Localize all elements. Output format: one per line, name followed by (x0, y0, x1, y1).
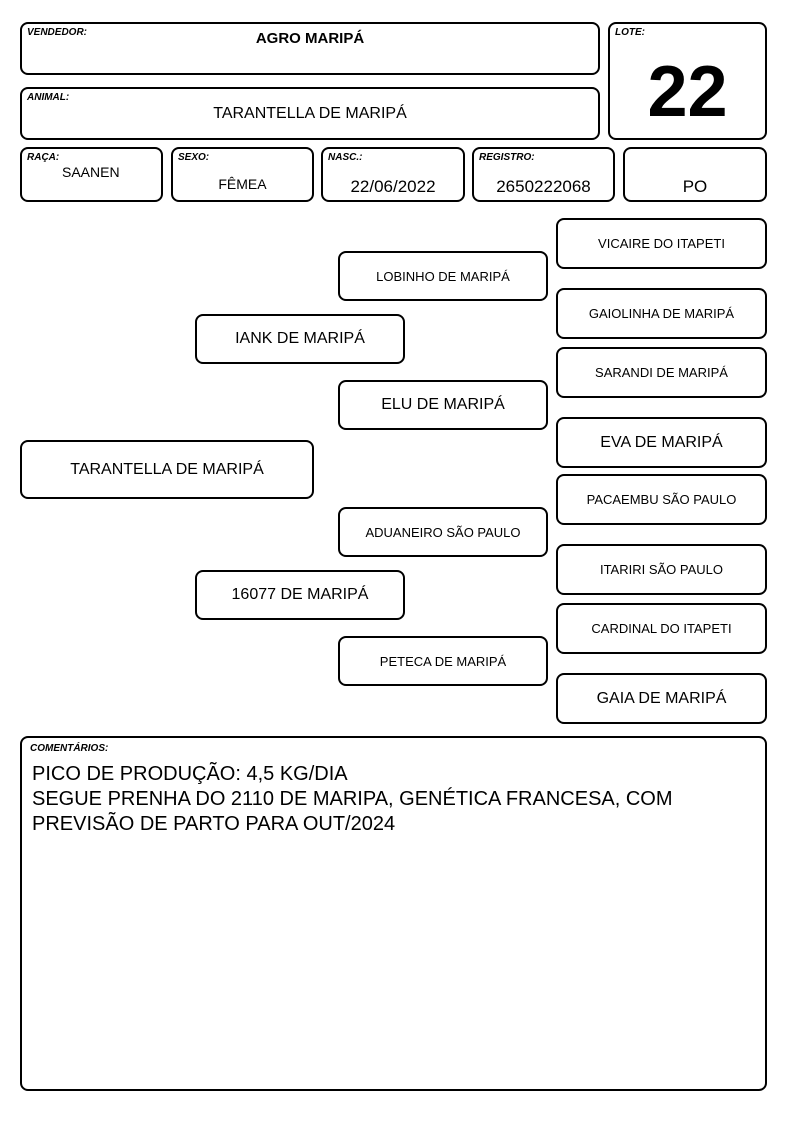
sex-box: SEXO: FÊMEA (171, 147, 314, 202)
breed-value: SAANEN (62, 164, 120, 180)
sex-label: SEXO: (178, 152, 210, 163)
birth-label: NASC.: (328, 152, 363, 163)
vendor-value: AGRO MARIPÁ (255, 30, 365, 47)
lot-box: LOTE: 22 (608, 22, 767, 140)
pedigree-dam: 16077 DE MARIPÁ (195, 570, 405, 620)
lot-number: 22 (647, 52, 728, 132)
registry-value: 2650222068 (496, 177, 591, 196)
pedigree-ggp: GAIA DE MARIPÁ (556, 673, 767, 724)
birth-box: NASC.: 22/06/2022 (321, 147, 465, 202)
birth-value: 22/06/2022 (350, 177, 436, 196)
category-value: PO (682, 177, 708, 196)
pedigree-animal: TARANTELLA DE MARIPÁ (20, 440, 314, 499)
animal-box: ANIMAL: TARANTELLA DE MARIPÁ (20, 87, 600, 140)
vendor-box: VENDEDOR: AGRO MARIPÁ (20, 22, 600, 75)
pedigree-ggp: EVA DE MARIPÁ (556, 417, 767, 468)
pedigree-sire-dam: ELU DE MARIPÁ (338, 380, 548, 430)
pedigree-dam-dam: PETECA DE MARIPÁ (338, 636, 548, 686)
pedigree-ggp: VICAIRE DO ITAPETI (556, 218, 767, 269)
pedigree-sire: IANK DE MARIPÁ (195, 314, 405, 364)
pedigree-ggp: CARDINAL DO ITAPETI (556, 603, 767, 654)
comments-box: COMENTÁRIOS: PICO DE PRODUÇÃO: 4,5 KG/DI… (20, 736, 767, 1091)
pedigree-ggp: GAIOLINHA DE MARIPÁ (556, 288, 767, 339)
pedigree-dam-sire: ADUANEIRO SÃO PAULO (338, 507, 548, 557)
animal-value: TARANTELLA DE MARIPÁ (213, 105, 407, 122)
comments-label: COMENTÁRIOS: (30, 743, 109, 754)
pedigree-sire-sire: LOBINHO DE MARIPÁ (338, 251, 548, 301)
breed-box: RAÇA: SAANEN (20, 147, 163, 202)
comments-text: PICO DE PRODUÇÃO: 4,5 KG/DIA SEGUE PRENH… (32, 763, 673, 835)
registry-label: REGISTRO: (479, 152, 535, 163)
animal-label: ANIMAL: (27, 92, 70, 103)
vendor-label: VENDEDOR: (27, 27, 88, 38)
category-box: PO (623, 147, 767, 202)
breed-label: RAÇA: (27, 152, 60, 163)
registry-box: REGISTRO: 2650222068 (472, 147, 615, 202)
sex-value: FÊMEA (218, 176, 267, 192)
pedigree-ggp: PACAEMBU SÃO PAULO (556, 474, 767, 525)
lot-label: LOTE: (615, 27, 645, 38)
pedigree-ggp: ITARIRI SÃO PAULO (556, 544, 767, 595)
pedigree-ggp: SARANDI DE MARIPÁ (556, 347, 767, 398)
